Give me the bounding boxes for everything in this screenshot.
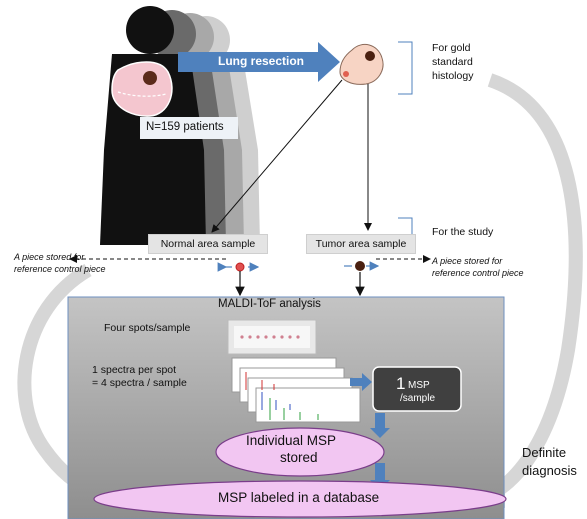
definite-line-1: Definite: [522, 445, 567, 460]
normal-piece-icon: [217, 262, 260, 272]
stored-piece-left-line-1: A piece stored for: [14, 252, 85, 262]
msp-per-sample: /sample: [400, 393, 436, 404]
target-plate-image: [227, 319, 317, 355]
msp-database-label: MSP labeled in a database: [218, 490, 380, 505]
individual-msp-line-1: Individual MSP: [246, 433, 337, 448]
spectra-line-1: 1 spectra per spot: [92, 364, 177, 376]
msp-box: [372, 366, 462, 412]
definite-line-2: diagnosis: [522, 463, 577, 478]
gold-standard-line-2: standard: [432, 56, 473, 68]
msp-number: 1: [396, 374, 406, 393]
msp-label: MSP: [408, 380, 430, 391]
maldi-title: MALDI-ToF analysis: [218, 298, 321, 310]
msp-database-ellipse: [93, 480, 507, 518]
tumor-sample-label: Tumor area sample: [306, 234, 416, 254]
for-study-label: For the study: [432, 226, 494, 238]
arrow-msp-to-individual: [370, 413, 390, 438]
individual-msp-line-2: stored: [280, 450, 318, 465]
lung-resection-label: Lung resection: [218, 54, 305, 68]
patients-label-box: [140, 117, 238, 139]
spectra-line-2: = 4 spectra / sample: [92, 377, 187, 389]
resected-tissue-icon: [339, 43, 384, 85]
individual-msp-ellipse: [215, 427, 385, 477]
lungs-icon: [111, 61, 173, 117]
normal-sample-label: Normal area sample: [148, 234, 268, 254]
gold-standard-line-3: histology: [432, 70, 474, 82]
arrow-to-msp: [350, 373, 372, 391]
gold-standard-line-1: For gold: [432, 42, 471, 54]
stacked-spectra: [231, 357, 361, 423]
tumor-piece-icon: [344, 261, 380, 271]
four-spots-label: Four spots/sample: [104, 322, 191, 334]
gold-standard-bracket: [398, 41, 413, 95]
arrow-to-normal: [211, 79, 343, 233]
stored-piece-right-line-1: A piece stored for: [432, 256, 503, 266]
lung-resection-arrow: [178, 42, 340, 82]
patients-count-label: N=159 patients: [146, 121, 224, 133]
stored-piece-left-line-2: reference control piece: [14, 264, 106, 274]
stored-piece-right-line-2: reference control piece: [432, 268, 524, 278]
